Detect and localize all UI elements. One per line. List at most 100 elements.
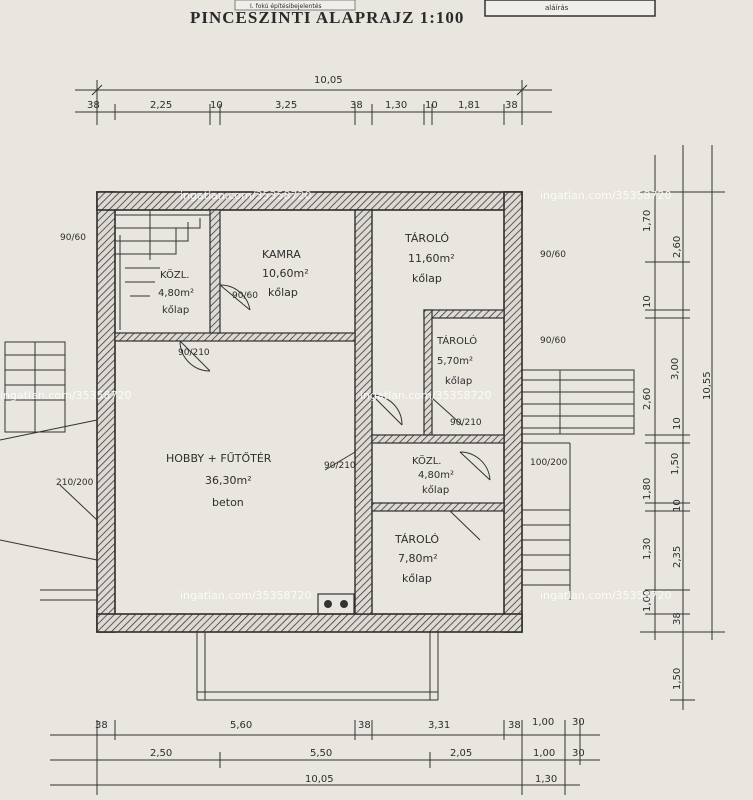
room-tarolo-1: TÁROLÓ 11,60m² kőlap — [404, 232, 455, 285]
boiler — [317, 593, 355, 615]
dimension-right — [640, 145, 725, 710]
stamp-box-left — [234, 0, 356, 11]
exterior-staircase-right — [521, 369, 635, 600]
svg-text:5,60: 5,60 — [230, 720, 252, 731]
svg-text:10: 10 — [425, 100, 438, 111]
svg-text:1,70: 1,70 — [642, 210, 653, 232]
watermark: ingatlan.com/35358720 — [180, 589, 312, 602]
svg-text:38: 38 — [87, 100, 100, 111]
svg-text:1,50: 1,50 — [672, 668, 683, 690]
svg-text:2,50: 2,50 — [150, 748, 172, 759]
interior-staircase — [115, 210, 210, 330]
room-name: KAMRA — [262, 248, 301, 261]
room-name: TÁROLÓ — [404, 232, 449, 245]
svg-text:38: 38 — [505, 100, 518, 111]
svg-text:1,00: 1,00 — [642, 590, 653, 612]
watermark: ingatlan.com/35358720 — [0, 389, 132, 402]
exterior-staircase-left — [0, 341, 98, 601]
outer-walls — [96, 191, 523, 633]
interior-walls — [114, 209, 505, 615]
room-area: 11,60m² — [408, 252, 455, 265]
svg-text:3,00: 3,00 — [670, 358, 681, 380]
watermark: ingatlan.com/35358720 — [540, 189, 672, 202]
svg-text:5,50: 5,50 — [310, 748, 332, 759]
room-area: 4,80m² — [158, 288, 194, 299]
room-name: KÖZL. — [160, 268, 189, 281]
svg-text:1,00: 1,00 — [532, 717, 554, 728]
room-floor: kőlap — [445, 375, 472, 387]
watermarks: ingatlan.com/35358720 ingatlan.com/35358… — [0, 189, 672, 602]
room-area: 36,30m² — [205, 474, 252, 487]
svg-text:10: 10 — [210, 100, 223, 111]
svg-text:2,35: 2,35 — [672, 546, 683, 568]
page-title: PINCESZINTI ALAPRAJZ 1:100 — [190, 8, 465, 27]
svg-text:2,25: 2,25 — [150, 100, 172, 111]
svg-text:38: 38 — [358, 720, 371, 731]
door-label: 210/200 — [56, 478, 94, 488]
stamp-text-left: I. fokú építésibejelentés — [250, 3, 322, 10]
svg-text:1,81: 1,81 — [458, 100, 480, 111]
svg-text:10: 10 — [642, 295, 653, 308]
watermark: ingatlan.com/35358720 — [180, 189, 312, 202]
room-tarolo-3: TÁROLÓ 7,80m² kőlap — [394, 533, 439, 585]
room-floor: kőlap — [412, 272, 442, 285]
svg-text:1,30: 1,30 — [535, 774, 557, 785]
room-area: 4,80m² — [418, 470, 454, 481]
svg-text:38: 38 — [672, 612, 683, 625]
room-floor: kőlap — [402, 572, 432, 585]
svg-text:1,30: 1,30 — [385, 100, 407, 111]
door-swings — [59, 284, 491, 541]
dimension-bottom — [50, 720, 600, 795]
terrace-outline — [196, 632, 439, 701]
svg-text:1,00: 1,00 — [533, 748, 555, 759]
svg-text:10,55: 10,55 — [702, 371, 713, 400]
stamp-box-right — [484, 0, 656, 17]
room-kozl-2: KÖZL. 4,80m² kőlap — [412, 454, 454, 496]
room-floor: kőlap — [422, 484, 449, 496]
door-label: 90/210 — [178, 348, 210, 358]
door-labels: 90/60 90/60 90/60 90/60 90/210 90/210 10… — [56, 233, 568, 488]
svg-text:2,05: 2,05 — [450, 748, 472, 759]
door-label: 90/210 — [450, 418, 482, 428]
door-label: 90/60 — [232, 291, 258, 301]
room-name: KÖZL. — [412, 454, 441, 467]
svg-text:1,80: 1,80 — [642, 478, 653, 500]
room-kozl-1: KÖZL. 4,80m² kőlap — [158, 268, 194, 316]
room-floor: kőlap — [268, 286, 298, 299]
watermark: ingatlan.com/35358720 — [360, 389, 492, 402]
door-label: 90/60 — [60, 233, 86, 243]
door-label: 90/60 — [540, 250, 566, 260]
svg-text:38: 38 — [95, 720, 108, 731]
svg-text:10,05: 10,05 — [314, 75, 343, 86]
room-name: TÁROLÓ — [436, 334, 477, 347]
room-tarolo-2: TÁROLÓ 5,70m² kőlap — [436, 334, 477, 387]
room-name: TÁROLÓ — [394, 533, 439, 546]
svg-text:1,30: 1,30 — [642, 538, 653, 560]
door-label: 90/210 — [324, 461, 356, 471]
svg-text:2,60: 2,60 — [672, 236, 683, 258]
svg-text:10,05: 10,05 — [305, 774, 334, 785]
stamp-text-right: aláírás — [545, 4, 569, 12]
svg-text:30: 30 — [572, 717, 585, 728]
watermark: ingatlan.com/35358720 — [540, 589, 672, 602]
dimension-right-labels: 1,70 2,60 10 3,00 2,60 10 1,50 1,80 10 1… — [642, 210, 713, 690]
svg-text:3,31: 3,31 — [428, 720, 450, 731]
dimension-bottom-labels: 38 5,60 38 3,31 38 1,00 30 2,50 5,50 2,0… — [95, 717, 585, 785]
room-area: 5,70m² — [437, 356, 473, 367]
room-kamra: KAMRA 10,60m² kőlap — [262, 248, 309, 299]
svg-text:3,25: 3,25 — [275, 100, 297, 111]
svg-text:2,60: 2,60 — [642, 388, 653, 410]
svg-text:10: 10 — [672, 417, 683, 430]
room-area: 7,80m² — [398, 552, 438, 565]
svg-text:30: 30 — [572, 748, 585, 759]
room-floor: kőlap — [162, 304, 189, 316]
svg-text:1,50: 1,50 — [670, 453, 681, 475]
door-label: 100/200 — [530, 458, 568, 468]
svg-text:38: 38 — [508, 720, 521, 731]
svg-text:10: 10 — [672, 499, 683, 512]
room-name: HOBBY + FŰTŐTÉR — [166, 451, 272, 465]
svg-text:38: 38 — [350, 100, 363, 111]
dimension-top — [75, 80, 552, 125]
